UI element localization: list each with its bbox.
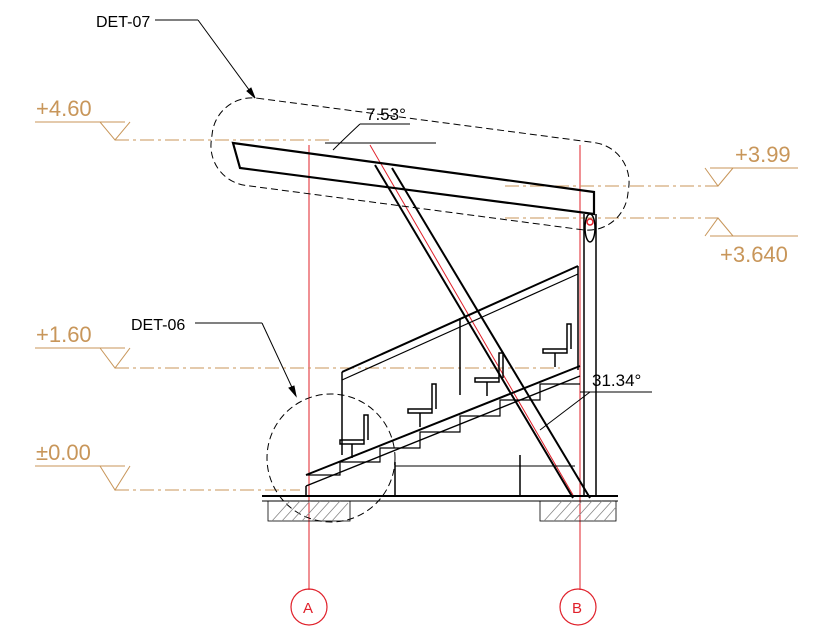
column-hinge	[584, 213, 596, 243]
det-07-label: DET-07	[96, 14, 150, 31]
axis-b-bubble	[559, 588, 597, 626]
level-top-label: +4.60	[36, 96, 92, 121]
det-07-boundary	[210, 97, 630, 231]
strut-angle-label: 31.34°	[592, 371, 641, 390]
seats	[339, 323, 572, 458]
axis-a-bubble	[290, 588, 328, 626]
stair-stringer-top	[305, 365, 581, 476]
det-06-label: DET-06	[131, 317, 185, 334]
det-06-boundary	[266, 393, 396, 523]
strut-edge-right	[391, 167, 591, 499]
level-mid-label: +1.60	[36, 322, 92, 347]
detail-callouts	[155, 19, 630, 523]
axis-a-label: A	[303, 600, 313, 617]
level-right-upper-label: +3.99	[735, 142, 791, 167]
strut-edge-left	[374, 164, 574, 499]
roof-angle-label: 7.53°	[366, 105, 406, 124]
axis-b-label: B	[572, 600, 582, 617]
foundation-a	[267, 500, 351, 522]
foundations	[267, 500, 617, 522]
stair-treads	[306, 383, 580, 476]
level-right-lower-label: +3.640	[720, 242, 788, 267]
level-ground-label: ±0.00	[36, 440, 91, 465]
roof-beam	[231, 141, 596, 216]
grid-axes	[290, 144, 597, 626]
angle-dimensions	[325, 123, 652, 431]
foundation-b	[539, 500, 617, 522]
strut-centerline	[369, 144, 574, 496]
stair-stringer-bottom	[305, 375, 581, 487]
elevation-lines	[35, 121, 798, 491]
structure	[231, 141, 618, 502]
